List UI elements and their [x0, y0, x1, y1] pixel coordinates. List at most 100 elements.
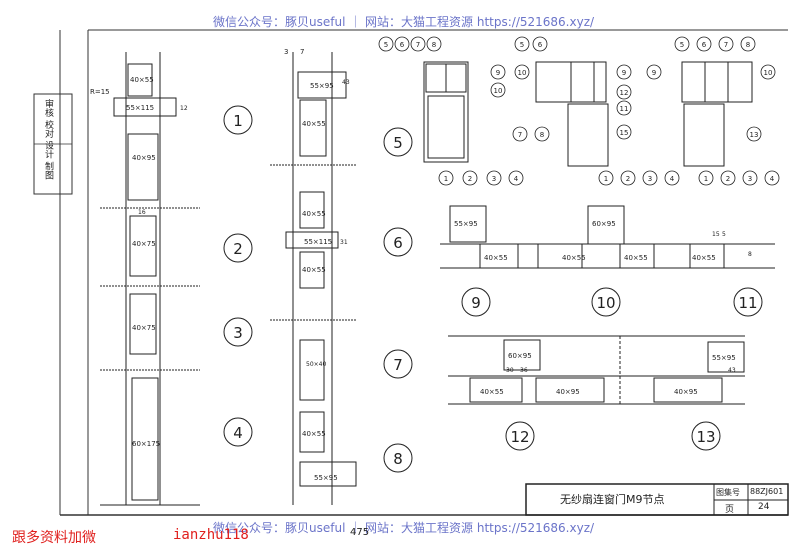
svg-text:1: 1 — [444, 175, 448, 183]
svg-text:7: 7 — [416, 41, 420, 49]
svg-text:4: 4 — [770, 175, 775, 183]
dim-3: 3 — [284, 48, 288, 56]
svg-text:4: 4 — [670, 175, 675, 183]
svg-text:9: 9 — [622, 69, 626, 77]
elevation-drawings — [423, 61, 753, 167]
detail-4-label: 4 — [233, 424, 243, 442]
svg-text:9: 9 — [652, 69, 656, 77]
promo-text-right: ianzhu118 — [173, 527, 249, 543]
svg-text:2: 2 — [468, 175, 472, 183]
detail-1-mark — [223, 105, 253, 135]
dim-55x95-c: 55×95 — [454, 220, 478, 228]
svg-text:6: 6 — [400, 41, 405, 49]
watermark-top: 微信公众号：豚贝useful ｜ 网站：大猫工程资源 https://52168… — [213, 15, 595, 29]
dim-40x55-a: 40×55 — [130, 76, 154, 84]
detail-6-label: 6 — [393, 234, 403, 252]
title-block — [525, 483, 789, 516]
detail-10-mark — [591, 287, 621, 317]
detail-3-mark — [223, 317, 253, 347]
svg-text:10: 10 — [764, 69, 773, 77]
svg-text:3: 3 — [648, 175, 652, 183]
svg-text:5: 5 — [680, 41, 684, 49]
svg-text:15: 15 — [620, 129, 629, 137]
svg-text:3: 3 — [492, 175, 496, 183]
page-number: 475 — [350, 527, 370, 538]
sidebar-stamp-text: 审核 校对 设计 制图 — [43, 98, 54, 181]
atlas-label: 图集号 — [716, 488, 740, 497]
detail-9-mark — [461, 287, 491, 317]
svg-text:1: 1 — [704, 175, 708, 183]
detail-6-mark — [383, 227, 413, 257]
svg-text:8: 8 — [540, 131, 544, 139]
detail-11-label: 11 — [738, 294, 757, 312]
detail-1-label: 1 — [233, 112, 243, 130]
dim-55x115-a: 55×115 — [126, 104, 154, 112]
dim-5: 5 — [722, 231, 726, 238]
svg-text:2: 2 — [726, 175, 730, 183]
svg-text:4: 4 — [514, 175, 519, 183]
detail-13-label: 13 — [696, 428, 715, 446]
detail-13-mark — [691, 421, 721, 451]
dim-40x95-c: 40×95 — [674, 388, 698, 396]
detail-12-label: 12 — [510, 428, 529, 446]
dim-36: 36 — [520, 367, 528, 374]
svg-text:6: 6 — [538, 41, 543, 49]
svg-text:8: 8 — [746, 41, 750, 49]
section-vertical-left — [100, 52, 200, 506]
svg-text:2: 2 — [626, 175, 630, 183]
detail-2-label: 2 — [233, 240, 243, 258]
dim-r15: R=15 — [90, 88, 110, 96]
drawing-title: 无纱扇连窗门M9节点 — [560, 493, 665, 506]
svg-text:12: 12 — [620, 89, 629, 97]
detail-5-label: 5 — [393, 134, 403, 152]
svg-text:1: 1 — [604, 175, 608, 183]
watermark-bottom: 微信公众号：豚贝useful ｜ 网站：大猫工程资源 https://52168… — [213, 521, 595, 535]
dim-43-b: 43 — [728, 367, 736, 374]
section-horizontal-9-11 — [440, 205, 775, 269]
svg-text:11: 11 — [620, 105, 629, 113]
dim-43-a: 43 — [342, 79, 350, 86]
detail-5-mark — [383, 127, 413, 157]
dim-30: 30 — [506, 367, 514, 374]
dim-50x40: 50×40 — [306, 361, 326, 368]
dim-55x95-b: 55×95 — [314, 474, 338, 482]
section-horizontal-12-13 — [448, 335, 745, 405]
dim-16: 16 — [138, 209, 146, 216]
detail-7-mark — [383, 349, 413, 379]
dim-40x55-g: 40×55 — [562, 254, 586, 262]
dim-55x95-d: 55×95 — [712, 354, 736, 362]
dim-40x75-b: 40×75 — [132, 324, 156, 332]
dim-40x55-i: 40×55 — [692, 254, 716, 262]
dim-40x55-d: 40×55 — [302, 266, 326, 274]
dim-40x75-a: 40×75 — [132, 240, 156, 248]
detail-2-mark — [223, 233, 253, 263]
dim-40x55-c: 40×55 — [302, 210, 326, 218]
svg-text:7: 7 — [518, 131, 522, 139]
detail-3-label: 3 — [233, 324, 243, 342]
svg-text:5: 5 — [520, 41, 524, 49]
detail-10-label: 10 — [596, 294, 615, 312]
dim-12-a: 12 — [180, 105, 188, 112]
svg-text:7: 7 — [724, 41, 728, 49]
svg-text:8: 8 — [432, 41, 436, 49]
svg-text:5: 5 — [384, 41, 388, 49]
dim-40x55-e: 40×55 — [302, 430, 326, 438]
dim-55x95-a: 55×95 — [310, 82, 334, 90]
dim-40x95-a: 40×95 — [132, 154, 156, 162]
dim-60x95-a: 60×95 — [592, 220, 616, 228]
svg-text:3: 3 — [748, 175, 752, 183]
dim-60x95-b: 60×95 — [508, 352, 532, 360]
svg-text:10: 10 — [518, 69, 527, 77]
detail-9-label: 9 — [471, 294, 481, 312]
dim-40x55-b: 40×55 — [302, 120, 326, 128]
promo-text-left: 跟多资料加微 — [12, 530, 96, 546]
dim-40x55-j: 40×55 — [480, 388, 504, 396]
dim-60x175: 60×175 — [132, 440, 160, 448]
dim-8: 8 — [748, 251, 752, 258]
page-label: 页 — [725, 505, 735, 515]
atlas-number: 88ZJ601 — [750, 487, 784, 496]
dim-40x55-h: 40×55 — [624, 254, 648, 262]
page-number-box: 24 — [758, 502, 770, 512]
dim-31: 31 — [340, 239, 348, 246]
detail-12-mark — [505, 421, 535, 451]
